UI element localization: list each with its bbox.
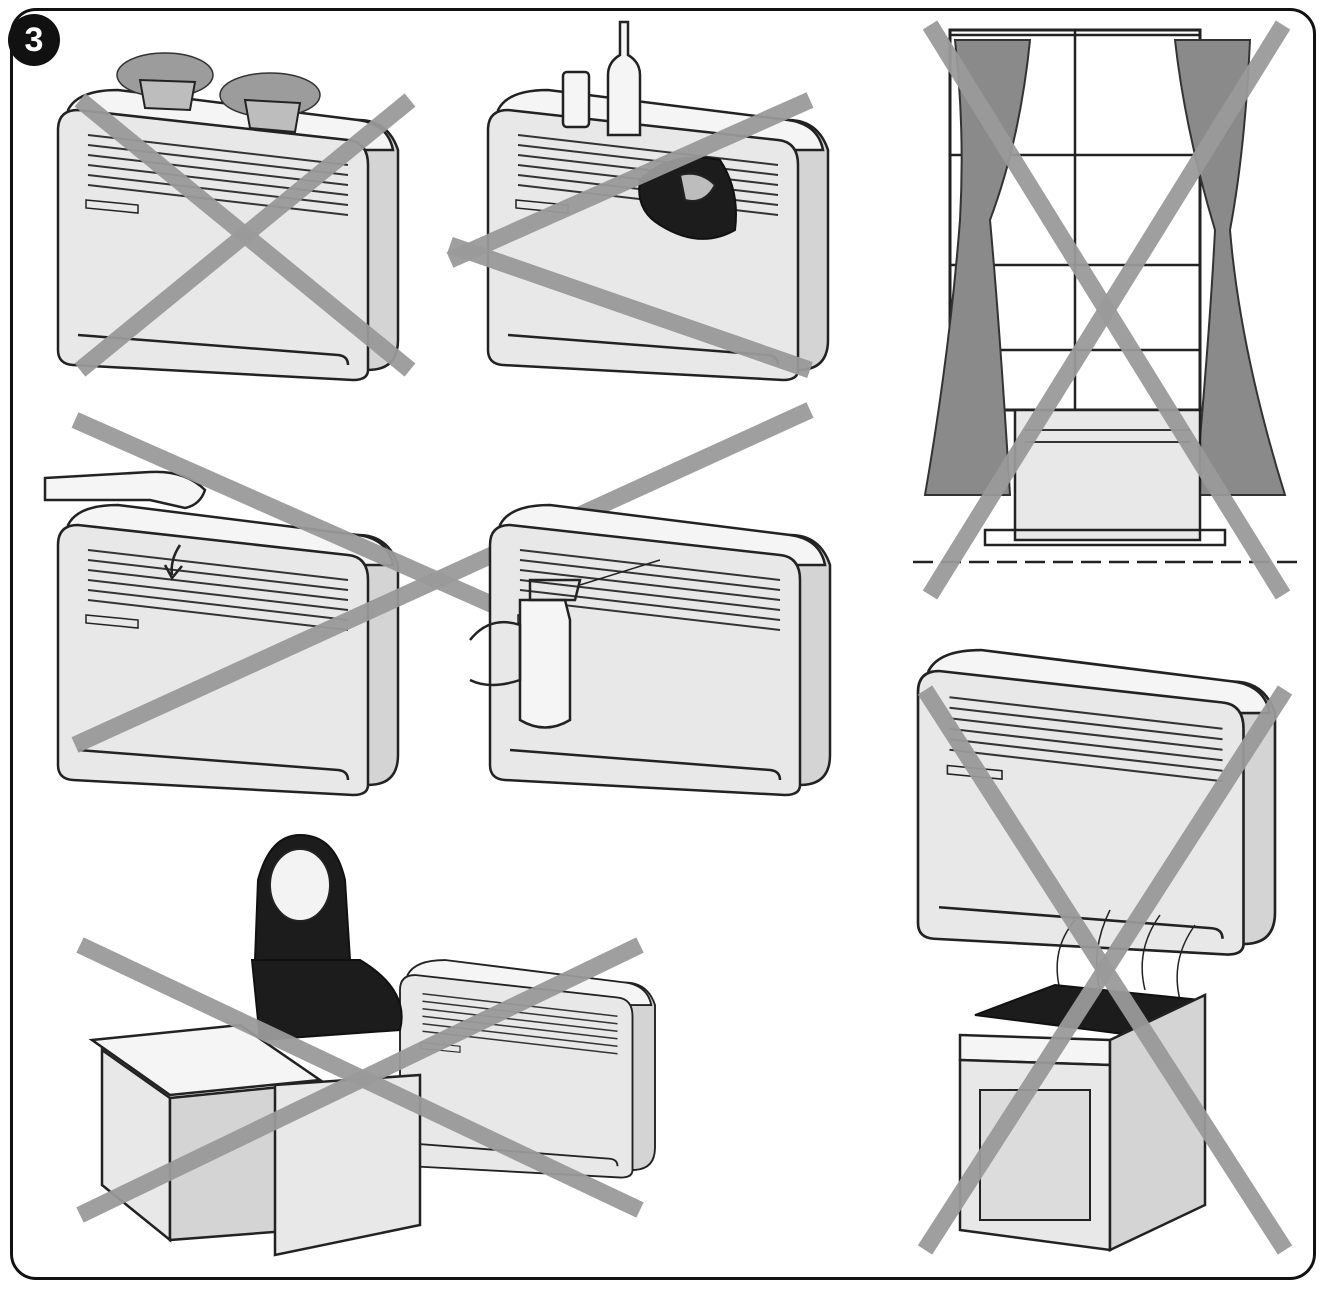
plant-pot-icon bbox=[116, 52, 321, 134]
panel-curtains-covering bbox=[913, 20, 1300, 600]
panel-plants-on-unit bbox=[56, 52, 416, 382]
person-icon bbox=[250, 833, 403, 1042]
bottle-icon bbox=[561, 20, 642, 137]
spray-bottle-icon bbox=[469, 559, 661, 729]
figure-number-badge: 3 bbox=[8, 14, 60, 66]
stove-icon bbox=[958, 983, 1207, 1252]
panel-spray-water bbox=[469, 503, 832, 797]
prohibition-cross bbox=[446, 92, 814, 268]
desk-icon bbox=[88, 1023, 422, 1257]
panel-above-stove bbox=[916, 648, 1293, 1255]
panel-objects-on-unit bbox=[446, 20, 830, 382]
panel-furniture-blocking bbox=[76, 833, 656, 1257]
hand-icon bbox=[43, 470, 207, 581]
figure-frame bbox=[10, 8, 1316, 1280]
